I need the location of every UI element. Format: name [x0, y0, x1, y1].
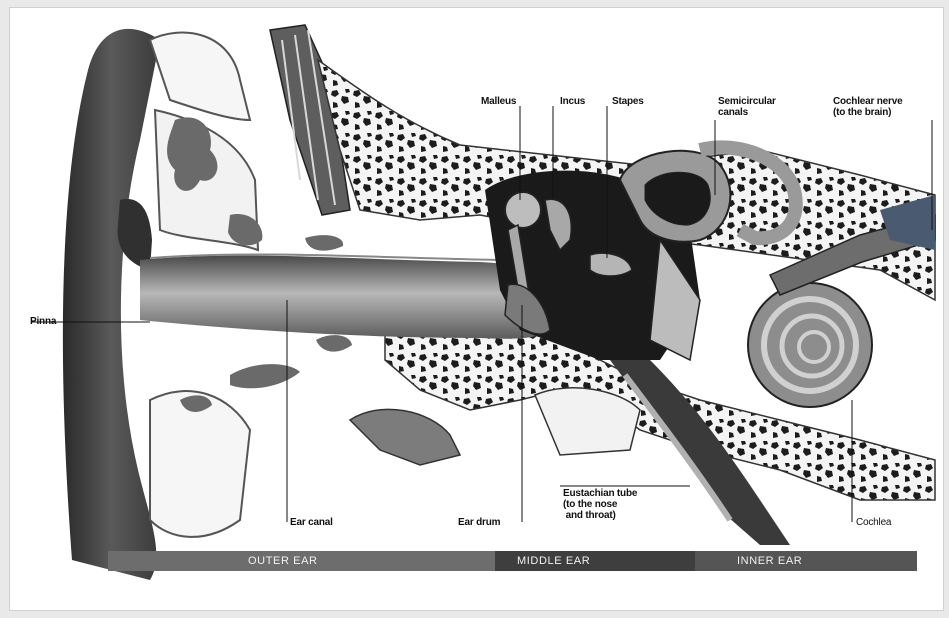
- stapes-label: Stapes: [612, 96, 644, 107]
- malleus-head: [505, 192, 541, 228]
- inner-ear-bar: [695, 551, 917, 571]
- inner-ear-label: INNER EAR: [737, 555, 802, 567]
- pinna-upper-fold: [150, 33, 250, 120]
- cochlear-nerve-label: Cochlear nerve (to the brain): [833, 96, 902, 118]
- pinna-lobe-fold: [150, 391, 250, 537]
- cartilage-blob: [230, 364, 300, 388]
- cartilage-blob: [305, 235, 343, 250]
- malleus-label: Malleus: [481, 96, 516, 107]
- ear-drum-label: Ear drum: [458, 517, 500, 528]
- middle-ear-label: MIDDLE EAR: [517, 555, 590, 567]
- ear-canal-label: Ear canal: [290, 517, 333, 528]
- outer-ear-label: OUTER EAR: [248, 555, 318, 567]
- cochlea-label: Cochlea: [856, 517, 891, 528]
- cartilage-blob: [316, 335, 352, 352]
- semicircular-canals-label: Semicircular canals: [718, 96, 776, 118]
- pinna-label: Pinna: [30, 316, 56, 327]
- eustachian-tube-label: Eustachian tube (to the nose and throat): [563, 488, 637, 521]
- incus-label: Incus: [560, 96, 585, 107]
- jaw-bone: [350, 409, 460, 465]
- ear-canal-tube: [140, 256, 548, 339]
